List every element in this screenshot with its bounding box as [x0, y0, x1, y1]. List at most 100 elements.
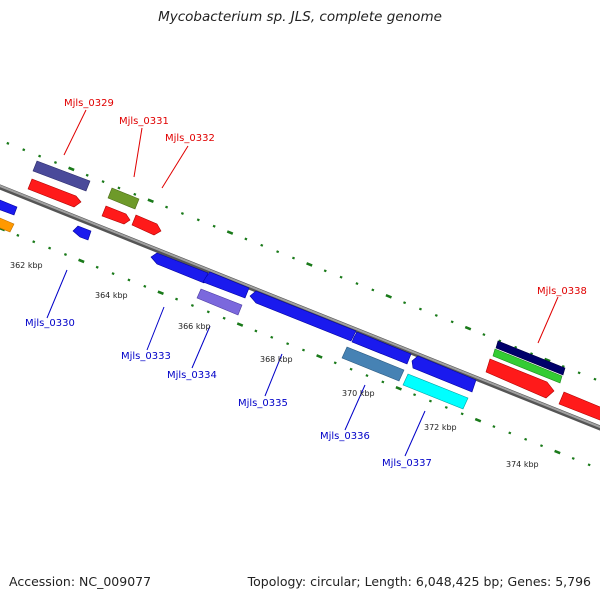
- major-tick: [147, 198, 154, 204]
- minor-tick: [133, 192, 137, 196]
- minor-tick: [365, 374, 369, 378]
- minor-tick: [355, 282, 359, 286]
- gene-feature-red[interactable]: [27, 178, 82, 208]
- gene-feature-red[interactable]: [131, 214, 162, 236]
- minor-tick: [323, 269, 327, 273]
- major-tick: [306, 262, 313, 267]
- major-tick: [316, 354, 323, 359]
- minor-tick: [571, 456, 575, 460]
- minor-tick: [95, 265, 99, 269]
- minor-tick: [63, 253, 67, 256]
- minor-tick: [111, 272, 115, 276]
- minor-tick: [514, 345, 518, 349]
- major-tick: [385, 294, 392, 299]
- scale-label: 364 kbp: [95, 291, 128, 300]
- scale-label: 368 kbp: [260, 355, 293, 364]
- major-tick: [68, 166, 75, 172]
- gene-feature-blue[interactable]: [150, 252, 209, 284]
- minor-tick: [587, 463, 591, 467]
- gene-label-mjls-0332[interactable]: Mjls_0332: [165, 133, 215, 144]
- gene-feature-navy[interactable]: [495, 340, 566, 376]
- gene-feature-blue[interactable]: [351, 331, 412, 365]
- map-title: Mycobacterium sp. JLS, complete genome: [158, 9, 442, 25]
- gene-feature-red[interactable]: [485, 358, 555, 399]
- major-tick: [544, 357, 551, 363]
- minor-tick: [196, 218, 200, 222]
- minor-tick: [101, 180, 105, 184]
- gene-label-mjls-0333[interactable]: Mjls_0333: [121, 351, 171, 362]
- gene-feature-lavender[interactable]: [196, 288, 243, 316]
- major-tick: [464, 325, 472, 331]
- gene-feature-blue[interactable]: [72, 225, 92, 241]
- leader-lines: [46, 109, 559, 457]
- minor-tick: [165, 205, 169, 209]
- minor-tick: [371, 288, 375, 292]
- minor-tick: [127, 278, 131, 282]
- minor-tick: [85, 173, 89, 177]
- gene-label-mjls-0338[interactable]: Mjls_0338: [537, 286, 587, 297]
- gene-feature-cyan[interactable]: [402, 373, 469, 410]
- genome-summary-label: Topology: circular; Length: 6,048,425 bp…: [247, 574, 591, 589]
- gene-feature-blue[interactable]: [0, 198, 18, 216]
- minor-tick: [48, 246, 52, 250]
- forward-gene-labels: Mjls_0329 Mjls_0331 Mjls_0332 Mjls_0338: [64, 98, 587, 297]
- minor-tick: [212, 224, 216, 228]
- minor-tick: [175, 297, 179, 301]
- minor-tick: [450, 320, 454, 324]
- gene-label-mjls-0335[interactable]: Mjls_0335: [238, 398, 288, 409]
- minor-tick: [222, 316, 226, 320]
- scale-label: 366 kbp: [178, 322, 211, 331]
- minor-tick: [524, 437, 528, 441]
- major-tick: [236, 322, 244, 327]
- minor-tick: [418, 307, 422, 311]
- minor-tick: [460, 412, 464, 416]
- minor-tick: [444, 405, 448, 409]
- minor-tick: [254, 329, 258, 333]
- minor-tick: [333, 361, 337, 365]
- minor-tick: [301, 348, 306, 352]
- minor-tick: [244, 237, 248, 241]
- gene-feature-steel[interactable]: [341, 346, 405, 382]
- scale-labels: 362 kbp 364 kbp 366 kbp 368 kbp 370 kbp …: [10, 261, 539, 469]
- minor-tick: [381, 380, 385, 384]
- gene-feature-olive[interactable]: [107, 187, 140, 210]
- minor-tick: [276, 250, 280, 254]
- minor-tick: [143, 284, 147, 288]
- minor-tick: [577, 371, 581, 375]
- backbone: [0, 184, 600, 431]
- minor-tick: [260, 243, 264, 247]
- major-tick: [78, 258, 85, 264]
- gene-feature-blue[interactable]: [411, 355, 477, 393]
- gene-label-mjls-0331[interactable]: Mjls_0331: [119, 116, 169, 127]
- gene-label-mjls-0334[interactable]: Mjls_0334: [167, 370, 217, 381]
- minor-tick: [492, 425, 496, 429]
- minor-tick: [117, 186, 121, 190]
- gene-label-mjls-0330[interactable]: Mjls_0330: [25, 318, 75, 329]
- gene-label-mjls-0337[interactable]: Mjls_0337: [382, 458, 432, 469]
- minor-tick: [561, 364, 565, 368]
- minor-tick: [482, 333, 486, 337]
- tick-row-upper: [6, 141, 597, 381]
- gene-label-mjls-0329[interactable]: Mjls_0329: [64, 98, 114, 109]
- gene-feature-red[interactable]: [101, 205, 131, 225]
- gene-label-mjls-0336[interactable]: Mjls_0336: [320, 431, 370, 442]
- reverse-gene-labels: Mjls_0330 Mjls_0333 Mjls_0334 Mjls_0335 …: [25, 318, 432, 469]
- minor-tick: [498, 339, 502, 343]
- minor-tick: [270, 335, 274, 339]
- minor-tick: [32, 240, 36, 244]
- minor-tick: [53, 161, 57, 164]
- minor-tick: [286, 342, 290, 346]
- minor-tick: [413, 393, 417, 397]
- major-tick: [474, 417, 482, 423]
- gene-feature-orange[interactable]: [0, 216, 15, 233]
- gene-feature-red[interactable]: [558, 391, 600, 422]
- minor-tick: [403, 301, 407, 305]
- gene-feature-blue[interactable]: [249, 290, 357, 342]
- minor-tick: [22, 148, 26, 152]
- gene-feature-slate[interactable]: [32, 160, 91, 192]
- minor-tick: [6, 141, 10, 145]
- major-tick: [554, 449, 561, 455]
- gene-feature-blue[interactable]: [202, 271, 250, 299]
- gene-feature-green[interactable]: [492, 348, 563, 384]
